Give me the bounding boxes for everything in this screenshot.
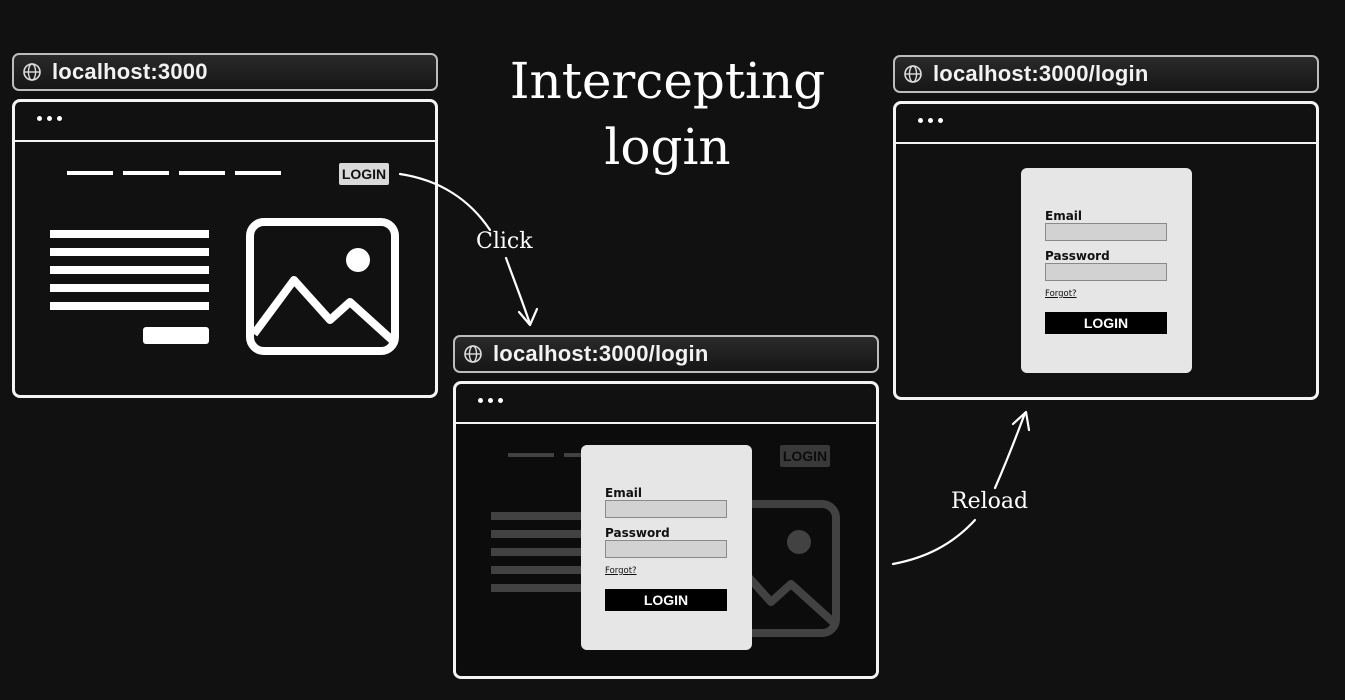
- text-line: [50, 302, 209, 310]
- title-line-2: login: [604, 118, 731, 176]
- click-annotation: Click: [476, 229, 533, 254]
- password-label: Password: [1045, 249, 1110, 263]
- text-line: [50, 248, 209, 256]
- window-dots-icon: [478, 398, 503, 403]
- email-field[interactable]: [605, 500, 727, 518]
- email-label: Email: [605, 486, 643, 500]
- content-button[interactable]: [143, 327, 209, 344]
- nav-link[interactable]: [67, 171, 113, 175]
- reload-annotation: Reload: [951, 489, 1029, 514]
- nav-link[interactable]: [235, 171, 281, 175]
- nav-link: [508, 453, 554, 457]
- image-placeholder-icon: [246, 218, 399, 355]
- window-titlebar: [15, 102, 435, 142]
- email-label: Email: [1045, 209, 1083, 223]
- nav-link[interactable]: [123, 171, 169, 175]
- text-line: [491, 584, 650, 592]
- password-label: Password: [605, 526, 670, 540]
- page-content-reloaded: Email Password Forgot? LOGIN: [896, 144, 1316, 397]
- globe-icon: [463, 344, 483, 364]
- nav-link[interactable]: [179, 171, 225, 175]
- url-text: localhost:3000: [52, 59, 208, 84]
- forgot-link[interactable]: Forgot?: [1045, 289, 1077, 299]
- password-field[interactable]: [605, 540, 727, 558]
- forgot-link[interactable]: Forgot?: [605, 566, 637, 576]
- window-titlebar: [896, 104, 1316, 144]
- password-field[interactable]: [1045, 263, 1167, 281]
- globe-icon: [22, 62, 42, 82]
- url-bar-reloaded[interactable]: localhost:3000/login: [893, 55, 1319, 93]
- login-page-form: Email Password Forgot? LOGIN: [1021, 168, 1192, 373]
- arrow-icon: [398, 172, 539, 327]
- login-button[interactable]: LOGIN: [339, 163, 389, 185]
- arrow-icon: [891, 410, 1031, 566]
- window-dots-icon: [37, 116, 62, 121]
- window-titlebar: [456, 384, 876, 424]
- window-dots-icon: [918, 118, 943, 123]
- text-line: [50, 284, 209, 292]
- login-modal: Email Password Forgot? LOGIN: [581, 445, 752, 650]
- url-bar-home[interactable]: localhost:3000: [12, 53, 438, 91]
- login-submit-button[interactable]: LOGIN: [605, 589, 727, 611]
- browser-window-reloaded: Email Password Forgot? LOGIN: [893, 101, 1319, 400]
- url-text: localhost:3000/login: [493, 341, 709, 366]
- text-line: [491, 530, 650, 538]
- page-content-intercepted: LOGIN Email Password Forgot? LOGIN: [456, 424, 876, 676]
- browser-window-intercepted: LOGIN Email Password Forgot? LOGIN: [453, 381, 879, 679]
- title-line-1: Intercepting: [509, 52, 826, 110]
- login-button: LOGIN: [780, 445, 830, 467]
- text-line: [50, 266, 209, 274]
- globe-icon: [903, 64, 923, 84]
- url-bar-intercepted[interactable]: localhost:3000/login: [453, 335, 879, 373]
- text-line: [491, 548, 650, 556]
- login-submit-button[interactable]: LOGIN: [1045, 312, 1167, 334]
- page-content-home: LOGIN: [15, 142, 435, 395]
- diagram-title: Intercepting login: [500, 48, 835, 180]
- email-field[interactable]: [1045, 223, 1167, 241]
- text-line: [50, 230, 209, 238]
- browser-window-home: LOGIN: [12, 99, 438, 398]
- text-line: [491, 512, 650, 520]
- text-line: [491, 566, 650, 574]
- url-text: localhost:3000/login: [933, 61, 1149, 86]
